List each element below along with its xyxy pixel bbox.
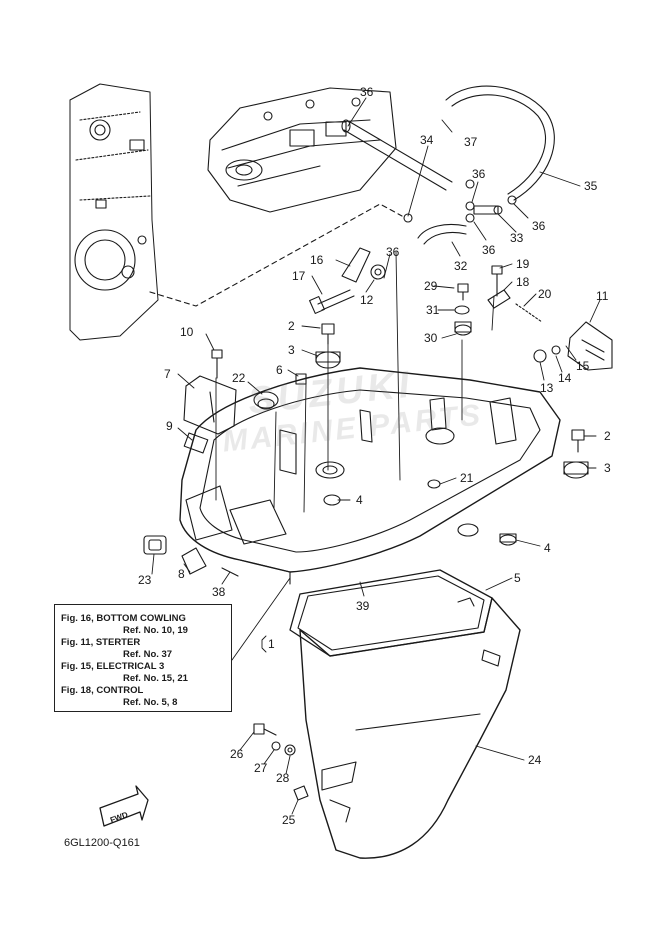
ref-fig-2: Fig. 11, STERTER [61,637,141,648]
diagram-part-code: 6GL1200-Q161 [64,837,140,849]
leader-lines [151,97,601,815]
label-37: 37 [464,135,478,149]
ref-no-2: Ref. No. 37 [123,649,173,660]
fwd-label: FWD [109,810,129,825]
grommets-small [143,479,441,577]
ref-no-3: Ref. No. 15, 21 [123,673,188,684]
label-4-a: 4 [356,493,363,507]
bottom-cowling-tray [179,367,561,585]
label-14: 14 [558,371,572,385]
label-7: 7 [164,367,171,381]
label-25: 25 [282,813,296,827]
part-9 [183,432,209,454]
label-30: 30 [424,331,438,345]
label-10: 10 [180,325,194,339]
label-26: 26 [230,747,244,761]
label-36-c: 36 [532,219,546,233]
label-34: 34 [420,133,434,147]
label-2-a: 2 [288,319,295,333]
label-33: 33 [510,231,524,245]
label-29: 29 [424,279,438,293]
hose-32 [417,223,467,245]
reference-notes-box: Fig. 16, BOTTOM COWLING Ref. No. 10, 19 … [54,604,232,712]
label-5: 5 [514,571,521,585]
label-36-b: 36 [472,167,486,181]
fwd-arrow-icon [99,785,149,827]
parts-right-2-3-4 [499,429,589,546]
label-1: 1 [268,637,275,651]
label-3-a: 3 [288,343,295,357]
label-13: 13 [540,381,554,395]
bracket-16-bolt-17 [309,247,386,314]
label-18: 18 [516,275,530,289]
label-3-b: 3 [604,461,611,475]
ref-fig-1: Fig. 16, BOTTOM COWLING [61,613,186,624]
engine-head [207,87,397,213]
label-38: 38 [212,585,226,599]
label-36-e: 36 [386,245,400,259]
label-9: 9 [166,419,173,433]
apron-24 [299,597,521,859]
label-39: 39 [356,599,370,613]
label-24: 24 [528,753,542,767]
label-4-b: 4 [544,541,551,555]
seal-5 [289,569,493,657]
label-31: 31 [426,303,440,317]
label-23: 23 [138,573,152,587]
hose-34 [341,119,453,191]
ref-fig-4: Fig. 18, CONTROL [61,685,144,696]
label-32: 32 [454,259,468,273]
label-16: 16 [310,253,324,267]
label-21: 21 [460,471,474,485]
label-27: 27 [254,761,268,775]
label-11: 11 [596,289,609,303]
label-8: 8 [178,567,185,581]
part-11 [533,321,613,371]
label-19: 19 [516,257,530,271]
label-28: 28 [276,771,290,785]
label-17: 17 [292,269,306,283]
ref-no-1: Ref. No. 10, 19 [123,625,188,636]
label-35: 35 [584,179,598,193]
part-number-labels: 36 37 34 35 36 36 33 36 32 16 17 12 19 1… [109,85,611,827]
ref-no-4: Ref. No. 5, 8 [123,697,178,708]
label-22: 22 [232,371,246,385]
leader-dashed-1 [149,203,403,307]
label-15: 15 [576,359,590,373]
hose-35 [445,85,555,201]
label-6: 6 [276,363,283,377]
label-36-d: 36 [482,243,496,257]
ref-fig-3: Fig. 15, ELECTRICAL 3 [61,661,165,672]
fittings-33-36 [403,179,517,223]
engine-block [69,83,159,341]
label-20: 20 [538,287,552,301]
label-36-a: 36 [360,85,374,99]
label-12: 12 [360,293,374,307]
small-parts-right [454,265,543,336]
label-2-b: 2 [604,429,611,443]
fasteners-apron [253,723,309,801]
